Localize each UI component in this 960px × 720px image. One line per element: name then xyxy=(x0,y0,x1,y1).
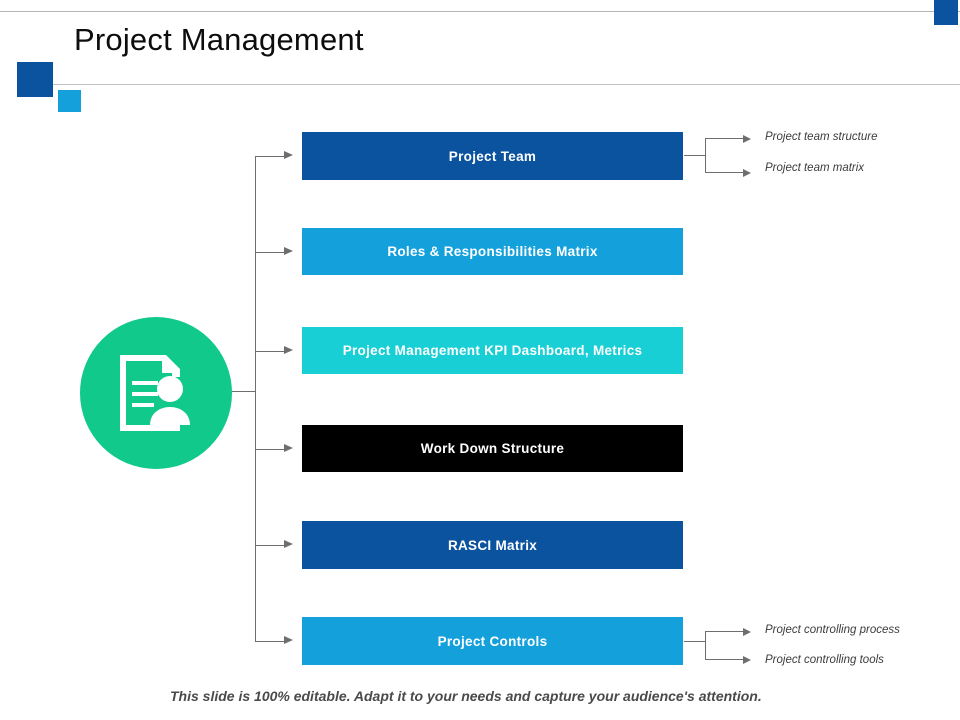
callout-1-trunk xyxy=(684,155,705,157)
process-bar-kpi-dashboard[interactable]: Project Management KPI Dashboard, Metric… xyxy=(302,327,683,374)
process-bar-rasci-matrix[interactable]: RASCI Matrix xyxy=(302,521,683,569)
callout-2-arrow-top xyxy=(743,627,751,636)
callout-1-arrow-top xyxy=(743,134,751,143)
footer-note: This slide is 100% editable. Adapt it to… xyxy=(170,688,762,704)
callout-1-arm-bottom xyxy=(705,172,743,174)
callout-2-trunk xyxy=(684,641,705,643)
connector-arrow-3 xyxy=(284,346,293,354)
process-bar-label: Project Controls xyxy=(437,633,548,649)
connector-arrow-2 xyxy=(284,247,293,255)
callout-1-arm-top xyxy=(705,138,743,140)
corner-accent-square xyxy=(934,0,958,25)
connector-arrow-6 xyxy=(284,636,293,644)
connector-arm-4 xyxy=(255,448,285,450)
connector-arm-3 xyxy=(255,350,285,352)
process-bar-work-down-structure[interactable]: Work Down Structure xyxy=(302,425,683,472)
connector-arm-2 xyxy=(255,251,285,253)
decor-square-dark xyxy=(17,62,53,97)
connector-arm-1 xyxy=(255,155,285,157)
spine-line xyxy=(255,156,257,641)
process-bar-label: Work Down Structure xyxy=(420,441,565,456)
callout-2-line-1: Project controlling process xyxy=(765,624,900,636)
document-person-icon xyxy=(80,317,232,469)
callout-1-arrow-bottom xyxy=(743,168,751,177)
document-person-icon-glyph xyxy=(120,355,190,431)
process-bar-label: Project Management KPI Dashboard, Metric… xyxy=(342,343,643,358)
process-bar-label: RASCI Matrix xyxy=(447,537,538,553)
decor-square-light xyxy=(58,90,81,112)
callout-2-bracket xyxy=(705,631,707,660)
connector-arrow-5 xyxy=(284,540,293,548)
callout-2-arrow-bottom xyxy=(743,655,751,664)
process-bar-project-team[interactable]: Project Team xyxy=(302,132,683,180)
callout-2-line-2: Project controlling tools xyxy=(765,654,884,666)
connector-arm-6 xyxy=(255,640,285,642)
callout-1-line-1: Project team structure xyxy=(765,131,878,143)
callout-2-arm-bottom xyxy=(705,659,743,661)
top-divider xyxy=(0,11,960,12)
process-bar-roles-responsibilities[interactable]: Roles & Responsibilities Matrix xyxy=(302,228,683,275)
process-bar-label: Project Team xyxy=(448,148,537,164)
callout-1-bracket xyxy=(705,138,707,173)
process-bar-project-controls[interactable]: Project Controls xyxy=(302,617,683,665)
callout-2-arm-top xyxy=(705,631,743,633)
process-bar-label: Roles & Responsibilities Matrix xyxy=(387,244,598,259)
header-divider xyxy=(53,84,960,85)
connector-arrow-1 xyxy=(284,151,293,159)
callout-1-line-2: Project team matrix xyxy=(765,162,865,174)
spine-stub xyxy=(232,391,256,393)
connector-arrow-4 xyxy=(284,444,293,452)
page-title: Project Management xyxy=(74,22,364,57)
connector-arm-5 xyxy=(255,544,285,546)
